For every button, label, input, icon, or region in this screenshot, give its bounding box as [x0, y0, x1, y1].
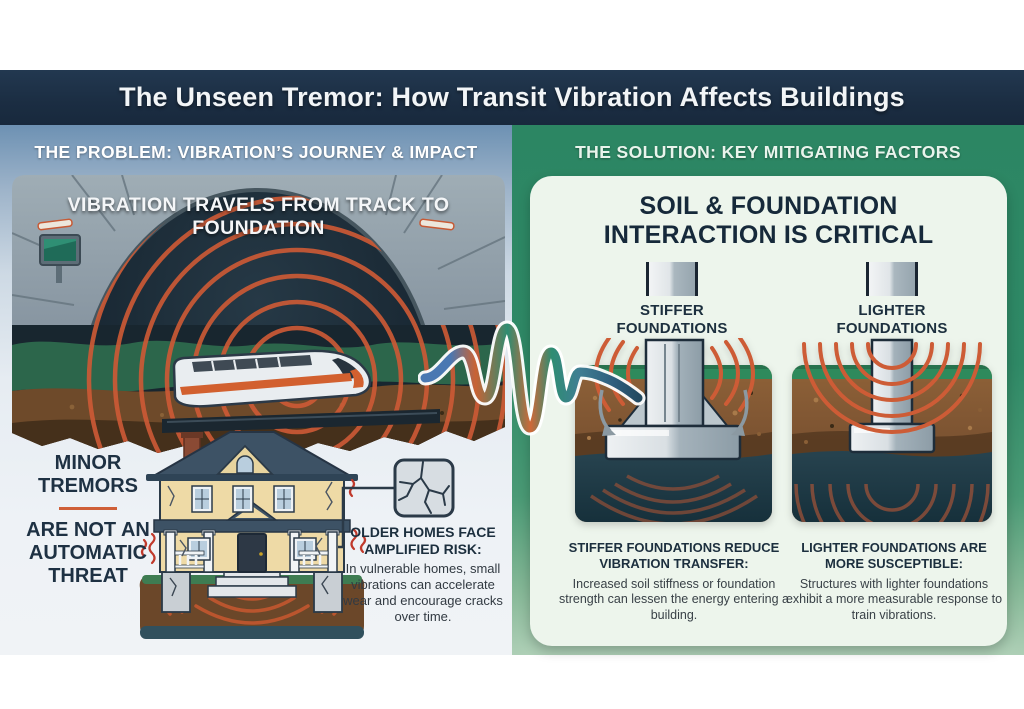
solution-header: THE SOLUTION: KEY MITIGATING FACTORS: [575, 141, 961, 162]
lighter-caption-body: Structures with lighter foundations exhi…: [785, 576, 1003, 622]
minor-tremors-subtitle: ARE NOT AN AUTOMATIC THREAT: [26, 519, 150, 587]
waveform-line: [420, 323, 643, 433]
older-homes-callout: OLDER HOMES FACE AMPLIFIED RISK: In vuln…: [336, 524, 510, 625]
card-title-line2: INTERACTION IS CRITICAL: [603, 220, 934, 249]
stiffer-label: STIFFER FOUNDATIONS: [616, 302, 728, 337]
house-body: [146, 431, 358, 573]
tunnel-wall-seams: [12, 175, 505, 310]
porch: [163, 529, 340, 573]
solution-card-title: SOIL & FOUNDATION INTERACTION IS CRITICA…: [560, 192, 977, 249]
crack-detail-annotation: [338, 458, 455, 549]
lighter-caption-title: LIGHTER FOUNDATIONS ARE MORE SUSCEPTIBLE…: [801, 540, 987, 572]
tunnel-banner-text: VIBRATION TRAVELS FROM TRACK TO FOUNDATI…: [67, 194, 450, 239]
crack-lines: [398, 461, 450, 514]
train: [172, 349, 372, 408]
callout-connector: [338, 486, 395, 549]
orange-divider: [59, 507, 117, 510]
title-bar: The Unseen Tremor: How Transit Vibration…: [0, 70, 1024, 125]
train-orange-stripe: [180, 373, 352, 395]
porch-roof: [153, 519, 351, 533]
problem-header: THE PROBLEM: VIBRATION’S JOURNEY & IMPAC…: [34, 141, 478, 162]
deep-ripples: [794, 483, 990, 522]
card-title-line1: SOIL & FOUNDATION: [639, 192, 898, 220]
lighter-foundation-diagram: [792, 338, 992, 522]
stiffer-caption: STIFFER FOUNDATIONS REDUCE VIBRATION TRA…: [558, 540, 790, 623]
upper-windows: [191, 485, 295, 513]
lighter-caption: LIGHTER FOUNDATIONS ARE MORE SUSCEPTIBLE…: [782, 540, 1006, 623]
tunnel-sign: [39, 234, 81, 283]
crack-box: [393, 458, 455, 518]
stiffer-caption-title: STIFFER FOUNDATIONS REDUCE VIBRATION TRA…: [568, 540, 780, 572]
lighter-column-glyph: [866, 262, 918, 296]
spread-footing-foundation: [604, 338, 742, 461]
foundation-piers: [161, 569, 343, 613]
front-door: [237, 533, 267, 573]
seismic-waveform: [418, 320, 646, 436]
stiffer-foundation-diagram: [575, 338, 772, 522]
page-title: The Unseen Tremor: How Transit Vibration…: [119, 82, 905, 112]
stiffer-column-glyph: [646, 262, 698, 296]
wall-cracks: [167, 481, 333, 557]
house-illustration: [139, 431, 367, 639]
minor-tremors-title: MINOR TREMORS: [38, 452, 138, 497]
lighter-label: LIGHTER FOUNDATIONS: [836, 302, 948, 337]
older-homes-body: In vulnerable homes, small vibrations ca…: [343, 561, 503, 625]
minor-tremors-callout: MINOR TREMORS ARE NOT AN AUTOMATIC THREA…: [12, 452, 164, 588]
tunnel-lights: [37, 218, 455, 231]
through-vibration-arcs: [802, 342, 982, 434]
older-homes-heading: OLDER HOMES FACE AMPLIFIED RISK:: [350, 524, 496, 558]
stiffer-caption-body: Increased soil stiffness or foundation s…: [558, 576, 789, 622]
deflection-arrows: [598, 389, 749, 436]
reduced-ripples: [590, 474, 758, 522]
